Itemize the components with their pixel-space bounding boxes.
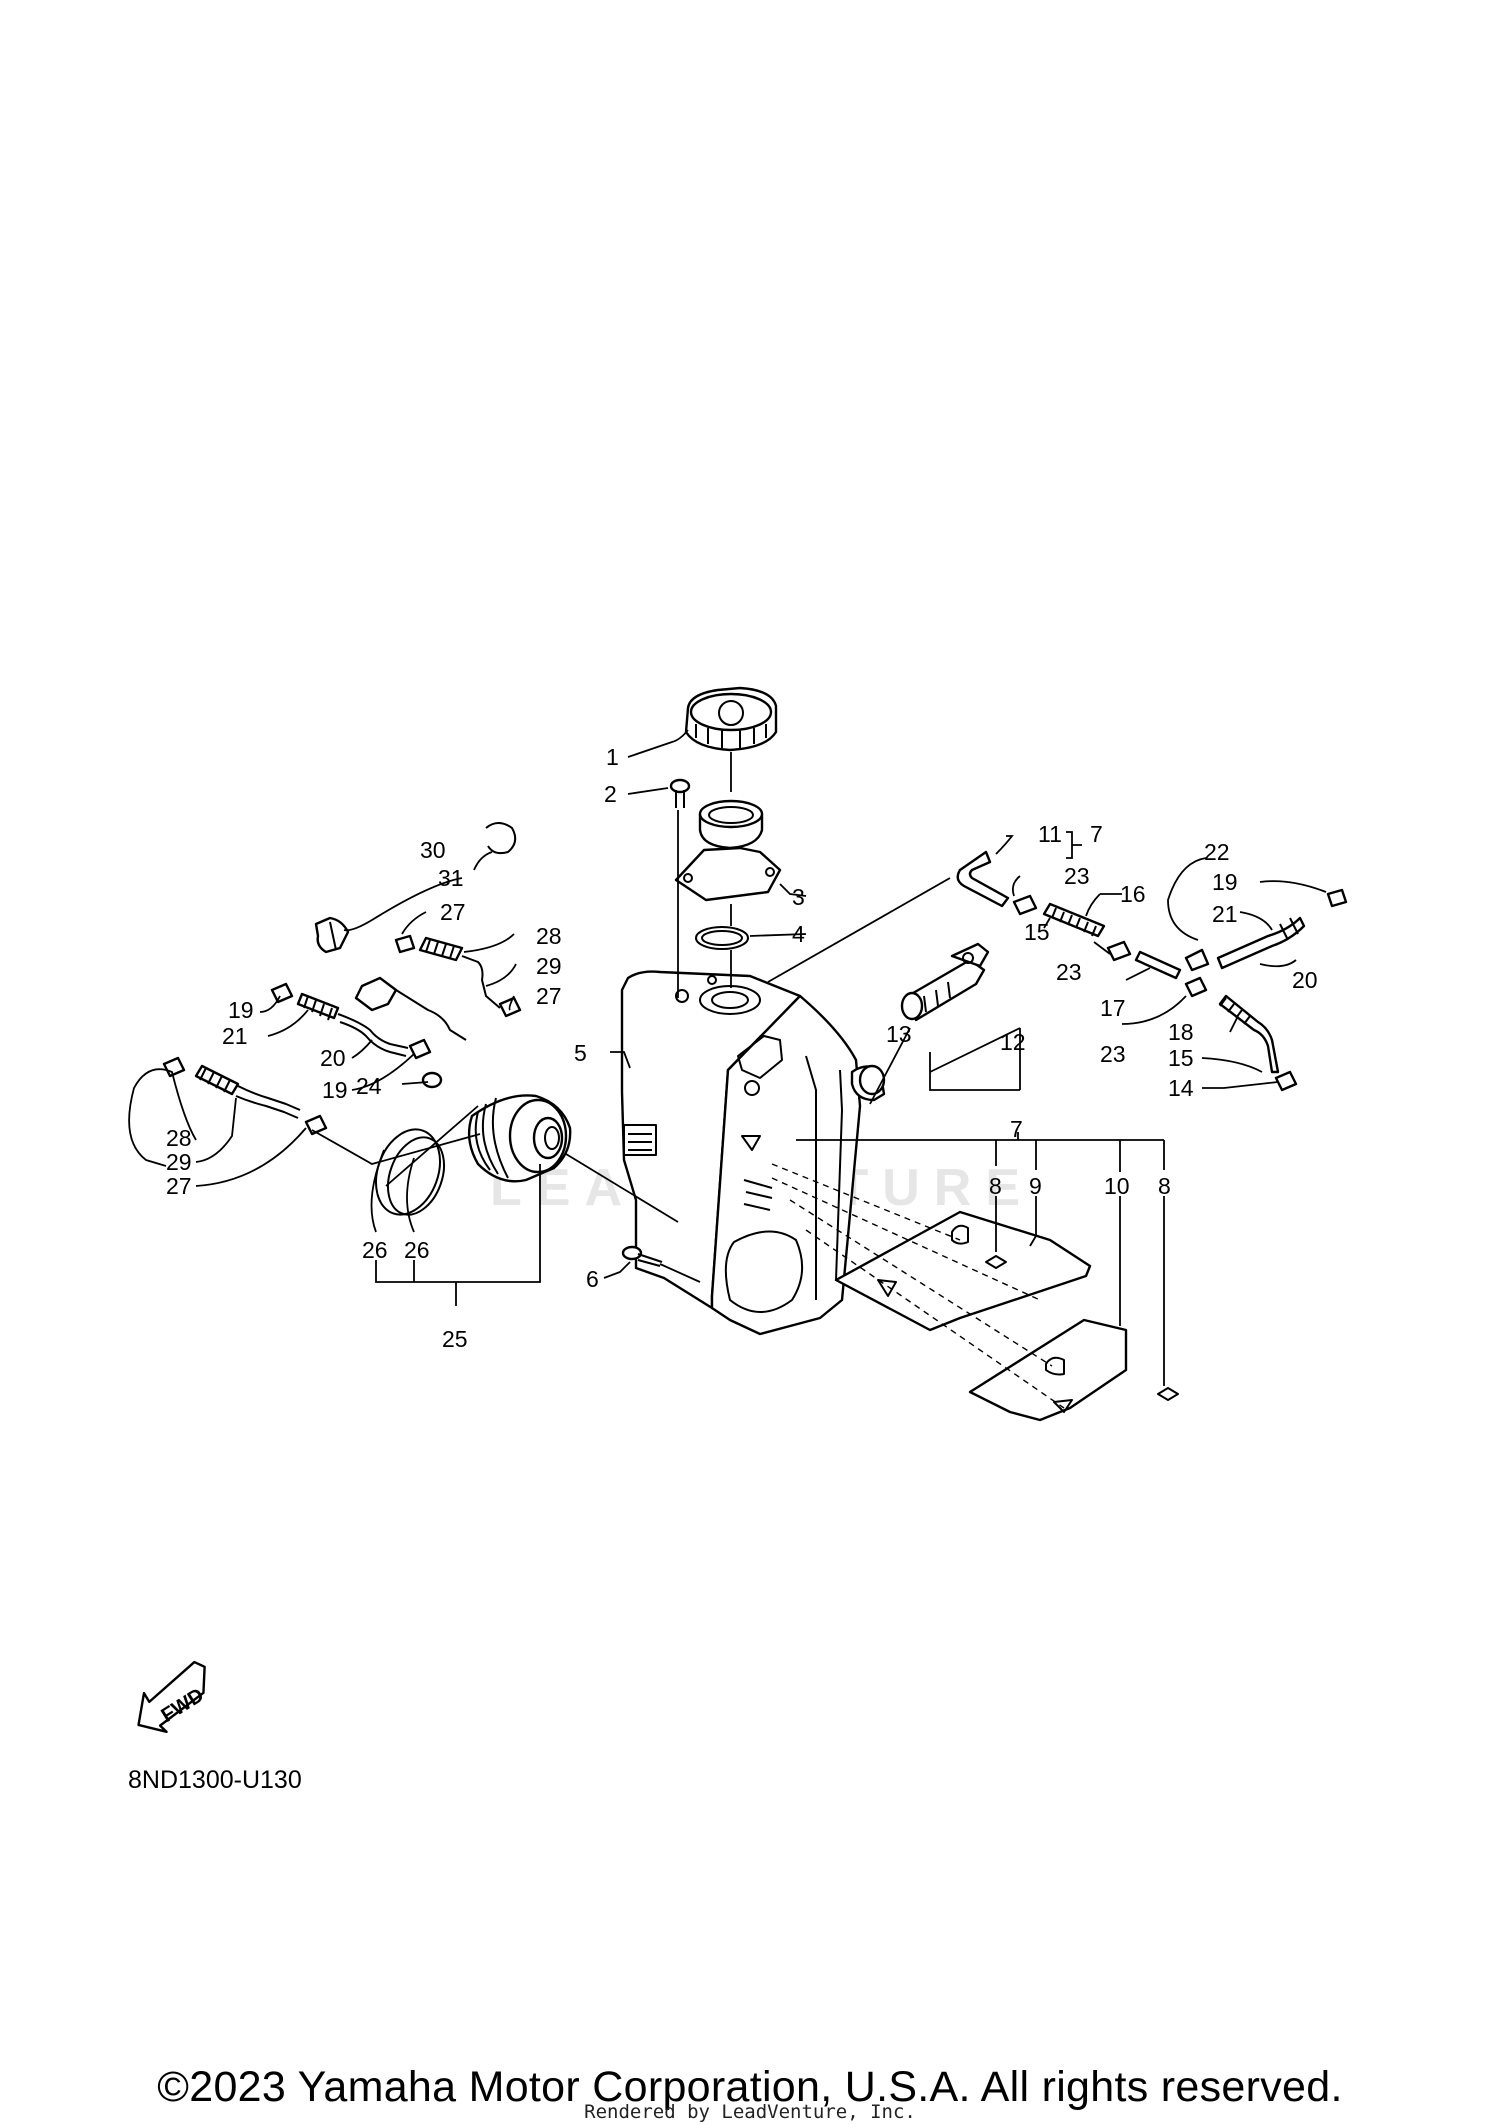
clip-27-a[interactable] — [394, 934, 416, 954]
filter-28-a[interactable] — [418, 936, 464, 962]
clip-19-a[interactable] — [270, 982, 294, 1004]
fuel-pump-sender[interactable] — [900, 942, 990, 1022]
fuel-pump-assembly[interactable] — [467, 1094, 572, 1183]
check-valve-18[interactable] — [1218, 994, 1280, 1074]
clip-27-d[interactable] — [304, 1114, 328, 1136]
callout-25: 25 — [442, 1326, 468, 1352]
callout-27-b: 27 — [536, 983, 562, 1009]
callout-15-b: 15 — [1168, 1045, 1194, 1071]
o-ring[interactable] — [695, 926, 749, 950]
clamp-30[interactable] — [485, 822, 517, 855]
callout-26-a: 26 — [362, 1237, 388, 1263]
screw-2[interactable] — [669, 778, 691, 808]
callout-15-a: 15 — [1024, 919, 1050, 945]
clip-14[interactable] — [1274, 1070, 1298, 1092]
callout-8-b: 8 — [1158, 1173, 1171, 1199]
callout-29-b: 29 — [166, 1149, 192, 1175]
connector[interactable] — [354, 976, 467, 1041]
hose-20-left[interactable] — [337, 1013, 409, 1057]
clip-19-right[interactable] — [1326, 888, 1348, 908]
o-ring-26-b[interactable] — [378, 1130, 454, 1223]
protector-plate-9[interactable] — [834, 1210, 1092, 1332]
bolt-6[interactable] — [621, 1245, 663, 1267]
callout-28-b: 28 — [166, 1125, 192, 1151]
grommet-13[interactable] — [850, 1064, 886, 1102]
clamp-22[interactable] — [1184, 948, 1210, 972]
callout-22: 22 — [1204, 839, 1230, 865]
grommet-24[interactable] — [421, 1071, 443, 1089]
hose-29-a[interactable] — [461, 955, 501, 1009]
bolt-8-b[interactable] — [1157, 1387, 1179, 1401]
filter-21-right[interactable] — [1216, 916, 1306, 970]
callout-7-b: 7 — [1090, 821, 1103, 847]
callout-21-b: 21 — [222, 1023, 248, 1049]
clamp-23-a[interactable] — [1012, 894, 1038, 916]
filter-21-left[interactable] — [296, 992, 340, 1021]
callout-20-a: 20 — [1292, 967, 1318, 993]
clamp-23-b[interactable] — [1106, 940, 1132, 962]
filter-28-b[interactable] — [194, 1064, 240, 1096]
callout-20-b: 20 — [320, 1045, 346, 1071]
callout-1: 1 — [606, 744, 619, 770]
callout-9: 9 — [1029, 1173, 1042, 1199]
callout-19-c: 19 — [322, 1077, 348, 1103]
hose-29-b[interactable] — [235, 1085, 301, 1119]
callout-5: 5 — [574, 1040, 587, 1066]
bolt-8-a[interactable] — [985, 1255, 1007, 1269]
callout-24: 24 — [356, 1073, 382, 1099]
fuel-tank[interactable] — [620, 970, 862, 1336]
hose-17[interactable] — [1134, 950, 1182, 980]
callout-31: 31 — [438, 865, 464, 891]
callout-29-a: 29 — [536, 953, 562, 979]
protector-plate-10[interactable] — [968, 1318, 1128, 1422]
leader-lines — [128, 729, 1327, 1386]
callout-27-a: 27 — [440, 899, 466, 925]
callout-19-a: 19 — [1212, 869, 1238, 895]
callout-17: 17 — [1100, 995, 1126, 1021]
clamp-23-c[interactable] — [1184, 976, 1208, 998]
callout-10: 10 — [1104, 1173, 1130, 1199]
callout-7-a: 7 — [1010, 1116, 1023, 1142]
fwd-arrow-icon: FWD — [137, 1660, 208, 1733]
callout-30: 30 — [420, 837, 446, 863]
callout-23-c: 23 — [1100, 1041, 1126, 1067]
check-valve-16[interactable] — [1042, 902, 1106, 938]
clip-27-c[interactable] — [162, 1056, 186, 1078]
callout-21-a: 21 — [1212, 901, 1238, 927]
callout-23-a: 23 — [1064, 863, 1090, 889]
callout-23-b: 23 — [1056, 959, 1082, 985]
callout-14: 14 — [1168, 1075, 1194, 1101]
callout-16: 16 — [1120, 881, 1146, 907]
callout-13: 13 — [886, 1021, 912, 1047]
clamp-31[interactable] — [314, 916, 350, 954]
callout-3: 3 — [792, 884, 805, 910]
callout-2: 2 — [604, 781, 617, 807]
callout-27-c: 27 — [166, 1173, 192, 1199]
callout-19-b: 19 — [228, 997, 254, 1023]
rendered-by: Rendered by LeadVenture, Inc. — [584, 2101, 916, 2123]
callout-18: 18 — [1168, 1019, 1194, 1045]
breather-hose-11[interactable] — [956, 850, 1010, 908]
filler-neck[interactable] — [674, 799, 782, 902]
callout-28-a: 28 — [536, 923, 562, 949]
fuel-cap[interactable] — [684, 686, 778, 752]
callout-12: 12 — [1000, 1029, 1026, 1055]
callouts: 1 2 3 4 5 6 7 7 8 8 9 10 11 12 13 14 15 … — [166, 744, 1318, 1352]
callout-8-a: 8 — [989, 1173, 1002, 1199]
callout-6: 6 — [586, 1266, 599, 1292]
callout-26-b: 26 — [404, 1237, 430, 1263]
copyright-notice: ©2023 Yamaha Motor Corporation, U.S.A. A… — [157, 2063, 1343, 2111]
callout-4: 4 — [792, 921, 805, 947]
callout-11: 11 — [1038, 821, 1062, 847]
diagram-code: 8ND1300-U130 — [128, 1766, 302, 1794]
